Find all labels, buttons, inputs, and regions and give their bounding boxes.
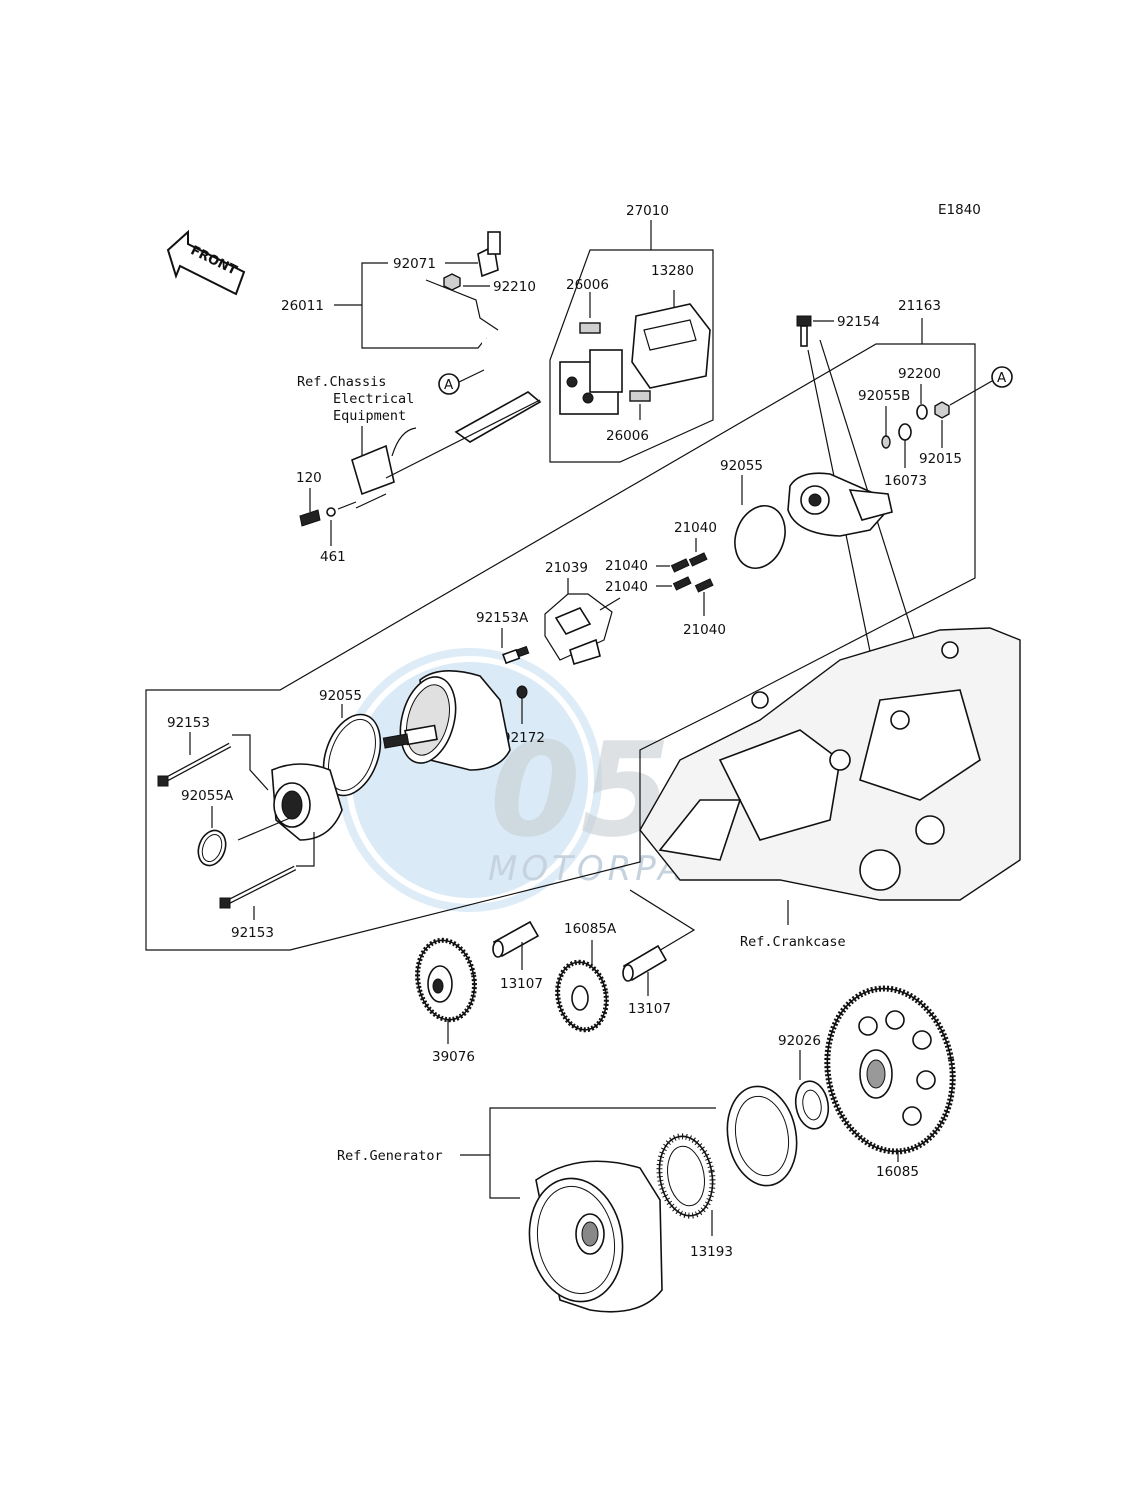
label-92055A: 92055A xyxy=(181,788,234,804)
ref-crankcase: Ref.Crankcase xyxy=(740,934,846,950)
label-26006-top: 26006 xyxy=(566,277,609,293)
ref-chassis-line1: Ref.Chassis xyxy=(297,374,386,390)
label-92071: 92071 xyxy=(393,256,436,272)
starter-motor-yoke xyxy=(382,670,511,771)
label-92154: 92154 xyxy=(837,314,880,330)
label-92055-upper: 92055 xyxy=(720,458,763,474)
starter-clutch-group: 16085 92026 13193 Ref.Generator xyxy=(337,985,956,1313)
label-26011: 26011 xyxy=(281,298,324,314)
rear-end-cover xyxy=(787,472,893,537)
crankcase-illustration: Ref.Crankcase xyxy=(639,627,1021,950)
label-13280: 13280 xyxy=(651,263,694,279)
fuse-bottom xyxy=(629,390,651,402)
label-92055-lower: 92055 xyxy=(319,688,362,704)
diagram-code: E1840 xyxy=(938,202,981,218)
brush-holder-group: 21039 xyxy=(544,560,621,666)
oring-92055B xyxy=(881,435,891,449)
screw-120 xyxy=(299,509,321,527)
ref-a-circle-left xyxy=(438,373,460,395)
label-92172: 92172 xyxy=(502,730,545,746)
label-92026: 92026 xyxy=(778,1033,821,1049)
label-92210: 92210 xyxy=(493,279,536,295)
relay-assembly-group: 27010 13280 26006 26006 xyxy=(549,203,714,463)
label-92153-top: 92153 xyxy=(167,715,210,731)
brush-c xyxy=(672,576,692,591)
washer-92200 xyxy=(916,404,928,420)
label-21040-a: 21040 xyxy=(674,520,717,536)
screw-group: 120 461 xyxy=(296,470,357,565)
label-92015: 92015 xyxy=(919,451,962,467)
screw-92172 xyxy=(516,685,528,699)
label-13107-b: 13107 xyxy=(628,1001,671,1017)
label-27010: 27010 xyxy=(626,203,669,219)
oring-92055-upper xyxy=(734,505,786,569)
brush-a xyxy=(688,552,708,567)
label-120: 120 xyxy=(296,470,322,486)
label-13107-a: 13107 xyxy=(500,976,543,992)
front-arrow-icon: FRONT xyxy=(166,229,246,296)
ref-chassis-line3: Equipment xyxy=(333,408,406,424)
terminal-hardware-group: A 92200 92015 92055B 16073 xyxy=(858,366,1013,489)
nut-92015 xyxy=(934,401,950,419)
collar-16073 xyxy=(898,423,912,441)
label-92200: 92200 xyxy=(898,366,941,382)
label-16073: 16073 xyxy=(884,473,927,489)
label-16085A: 16085A xyxy=(564,921,617,937)
starter-cable-group: 26011 92071 92210 A xyxy=(281,231,542,443)
label-461: 461 xyxy=(320,549,346,565)
label-92055B: 92055B xyxy=(858,388,910,404)
label-13193: 13193 xyxy=(690,1244,733,1260)
nut-92210 xyxy=(443,273,461,291)
brush-b xyxy=(670,558,690,573)
brush-d xyxy=(694,578,714,593)
starter-motor-frame xyxy=(145,318,976,951)
ref-a-right: A xyxy=(997,370,1007,386)
label-21040-d: 21040 xyxy=(683,622,726,638)
idle-gear-group: 39076 13107 13107 16085A xyxy=(415,889,696,1065)
ref-chassis-group: Ref.Chassis Electrical Equipment xyxy=(297,374,541,509)
washer-461 xyxy=(326,507,336,517)
front-cover-group: 92153 92055A 92153 xyxy=(157,715,343,941)
label-39076: 39076 xyxy=(432,1049,475,1065)
brush-holder xyxy=(554,607,592,635)
fuse-top xyxy=(579,322,601,334)
ref-a-circle-right xyxy=(991,366,1013,388)
label-26006-bot: 26006 xyxy=(606,428,649,444)
ref-chassis-line2: Electrical xyxy=(333,391,414,407)
watermark-logo: 05 xyxy=(490,714,671,866)
label-21040-b: 21040 xyxy=(605,558,648,574)
bolt-92153A xyxy=(502,645,530,665)
label-21040-c: 21040 xyxy=(605,579,648,595)
ref-generator: Ref.Generator xyxy=(337,1148,443,1164)
label-92153A: 92153A xyxy=(476,610,529,626)
label-92153-bot: 92153 xyxy=(231,925,274,941)
switch-bracket xyxy=(351,444,395,496)
label-21039: 21039 xyxy=(545,560,588,576)
label-21163: 21163 xyxy=(898,298,941,314)
brushes-group: 21040 21040 21040 21040 xyxy=(605,520,726,638)
label-16085: 16085 xyxy=(876,1164,919,1180)
ref-a-left: A xyxy=(444,377,454,393)
